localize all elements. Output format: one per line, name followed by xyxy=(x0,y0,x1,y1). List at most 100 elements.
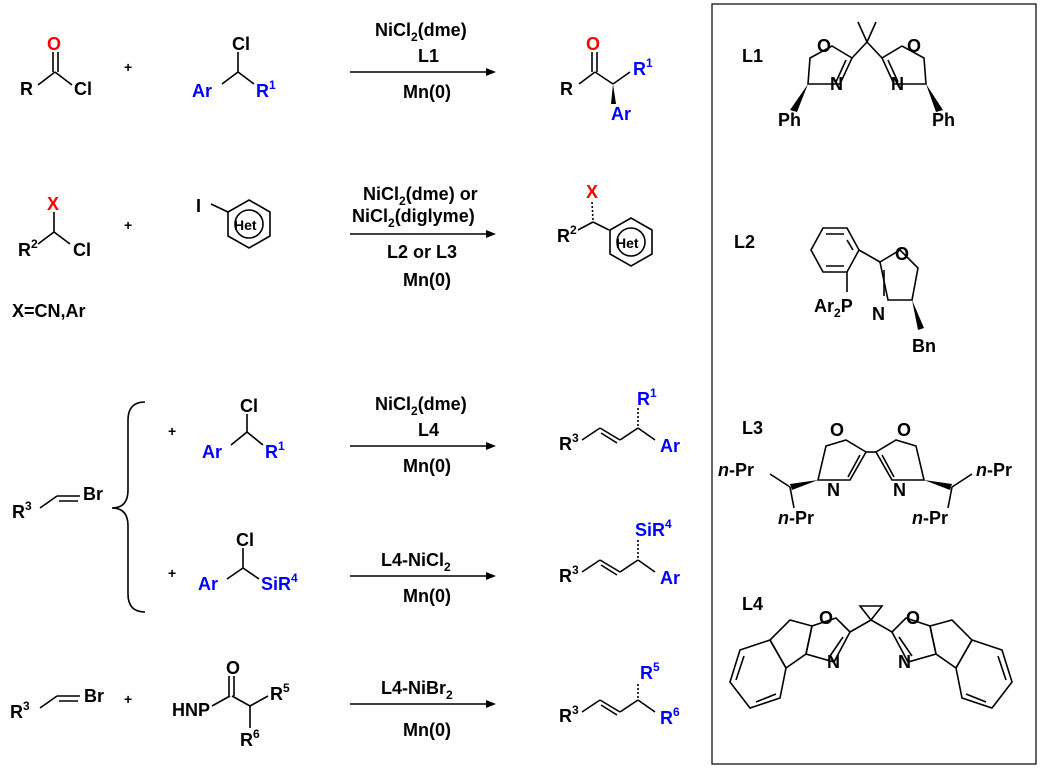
ligand-l4: L4 O N O N xyxy=(729,594,1013,709)
reaction-5: R3 Br + O HNP R5 R6 L4-NiBr2 Mn(0) xyxy=(10,658,680,750)
group-npr: n-Pr xyxy=(976,460,1012,480)
svg-text:R6: R6 xyxy=(660,705,680,728)
reaction-3: + Cl Ar R1 NiCl2(dme) L4 Mn(0) R3 R1 Ar xyxy=(168,386,680,476)
atom-cl: Cl xyxy=(232,34,250,54)
group-r1: R1 xyxy=(633,56,653,79)
atom-cl: Cl xyxy=(236,530,254,550)
reaction-2: X R2 Cl X=CN,Ar + I Het NiCl2(dme) or Ni… xyxy=(12,182,653,321)
plus-sign: + xyxy=(168,423,176,439)
atom-n: N xyxy=(898,652,911,672)
group-r3: R xyxy=(559,706,572,726)
group-ar: Ar xyxy=(202,442,222,462)
group-ph: Ph xyxy=(778,110,801,130)
benzylic-chloride: Cl Ar R1 xyxy=(192,34,276,101)
condition-ligand: L1 xyxy=(418,46,439,66)
svg-text:R6: R6 xyxy=(240,727,260,750)
svg-text:R5: R5 xyxy=(270,681,290,704)
group-ar: Ar xyxy=(198,574,218,594)
condition-catalyst: NiCl2(dme) xyxy=(375,394,467,418)
plus-sign: + xyxy=(124,217,132,233)
atom-br: Br xyxy=(84,686,104,706)
atom-br: Br xyxy=(83,484,103,504)
condition-reductant: Mn(0) xyxy=(403,720,451,740)
product-ketone: O R R1 Ar xyxy=(560,34,653,124)
atom-n: N xyxy=(830,74,843,94)
reaction-arrow: NiCl2(dme) L4 Mn(0) xyxy=(350,394,496,476)
atom-n: O xyxy=(897,420,911,440)
atom-o: O xyxy=(907,36,921,56)
label-het: Het xyxy=(616,235,639,251)
condition-catalyst: L4-NiBr2 xyxy=(381,678,453,702)
ligand-l2: L2 O N Ar2P Bn xyxy=(734,227,936,356)
group-r3: R3 xyxy=(12,499,32,522)
ligand-panel xyxy=(711,3,1037,765)
group-ph: Ph xyxy=(932,110,955,130)
substituent-note: X=CN,Ar xyxy=(12,301,86,321)
product-aryl: X R2 Het xyxy=(557,182,653,267)
group-r3: R3 xyxy=(10,699,30,722)
reaction-1: O R Cl + Cl Ar R1 NiCl2(dme) L1 Mn(0) xyxy=(20,20,653,124)
reaction-arrow: NiCl2(dme) L1 Mn(0) xyxy=(350,20,496,102)
vinyl-bromide-branch: R3 Br xyxy=(12,401,146,613)
svg-text:R3: R3 xyxy=(559,703,579,726)
atom-o: O xyxy=(817,36,831,56)
atom-x: X xyxy=(586,182,598,202)
atom-n: N xyxy=(891,74,904,94)
atom-o: O xyxy=(226,658,240,678)
atom-o: O xyxy=(906,608,920,628)
reaction-arrow: NiCl2(dme) or NiCl2(diglyme) L2 or L3 Mn… xyxy=(350,184,496,290)
group-r2: R2 xyxy=(557,223,577,246)
condition-reductant: Mn(0) xyxy=(403,82,451,102)
ligand-label: L4 xyxy=(742,594,763,614)
ligand-label: L3 xyxy=(742,418,763,438)
atom-r: R xyxy=(560,79,573,99)
atom-cl: Cl xyxy=(74,79,92,99)
ligand-label: L2 xyxy=(734,232,755,252)
condition-reductant: Mn(0) xyxy=(403,456,451,476)
label-het: Het xyxy=(234,217,257,233)
silyl-chloride: Cl Ar SiR4 xyxy=(198,530,298,594)
group-r6: R xyxy=(240,730,253,750)
product-allylic: R3 R1 Ar xyxy=(559,386,680,456)
aryl-iodide: I Het xyxy=(196,196,271,249)
atom-cl: Cl xyxy=(240,396,258,416)
group-hnp: HNP xyxy=(172,700,210,720)
group-r5: R xyxy=(640,663,653,683)
group-r3: R3 xyxy=(559,563,579,586)
plus-sign: + xyxy=(124,59,132,75)
vinyl-bromide: R3 Br xyxy=(10,686,104,722)
group-r1: R1 xyxy=(265,439,285,462)
group-ar2p: Ar xyxy=(814,296,834,316)
reaction-arrow: L4-NiBr2 Mn(0) xyxy=(350,678,496,740)
alpha-chloro-substrate: X R2 Cl X=CN,Ar xyxy=(12,194,91,321)
atom-n: N xyxy=(827,652,840,672)
atom-o: O xyxy=(895,244,909,264)
atom-r: R xyxy=(20,79,33,99)
atom-o: O xyxy=(586,34,600,54)
ligand-label: L1 xyxy=(742,46,763,66)
group-ar: Ar xyxy=(192,81,212,101)
condition-reductant: Mn(0) xyxy=(403,586,451,606)
plus-sign: + xyxy=(168,565,176,581)
acyl-chloride: O R Cl xyxy=(20,34,92,99)
product-alkene: R3 R5 R6 xyxy=(559,660,680,728)
svg-text:Ar2P: Ar2P xyxy=(814,296,853,320)
atom-cl: Cl xyxy=(73,240,91,260)
amide-substrate: O HNP R5 R6 xyxy=(172,658,290,750)
group-sir4: SiR4 xyxy=(261,571,298,594)
condition-catalyst-1: NiCl2(dme) or xyxy=(363,184,478,208)
ligand-l1: L1 O N Ph O N Ph xyxy=(742,21,955,130)
atom-o: O xyxy=(819,608,833,628)
reaction-4: + Cl Ar SiR4 L4-NiCl2 Mn(0) R3 SiR4 Ar xyxy=(168,517,680,606)
group-r3: R3 xyxy=(559,431,579,454)
group-bn: Bn xyxy=(912,336,936,356)
condition-ligand: L4 xyxy=(418,420,439,440)
group-ar: Ar xyxy=(660,568,680,588)
group-r6: R xyxy=(660,708,673,728)
plus-sign: + xyxy=(124,691,132,707)
atom-x: X xyxy=(47,194,59,214)
condition-ligand: L2 or L3 xyxy=(387,242,457,262)
atom-n: N xyxy=(893,480,906,500)
atom-n: N xyxy=(872,304,885,324)
